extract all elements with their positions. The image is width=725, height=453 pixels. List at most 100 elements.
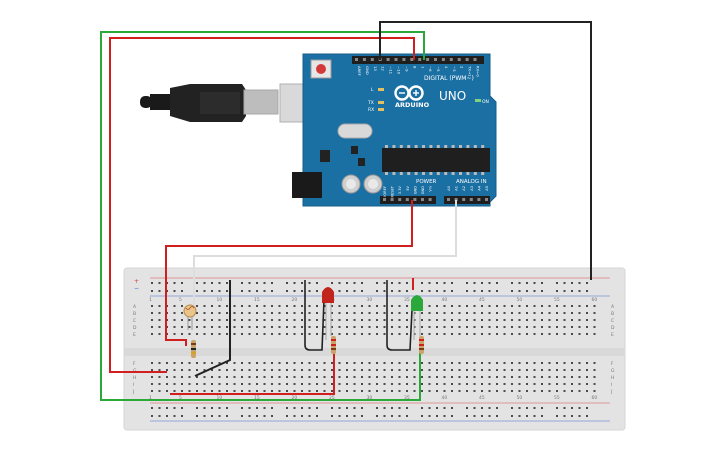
row-letter: B (611, 311, 614, 317)
column-number-top: 35 (404, 297, 410, 303)
usb-cable[interactable] (140, 83, 321, 123)
analog-pin-label: A2 (462, 186, 466, 191)
power-pin-label: GND (421, 186, 425, 194)
column-number-top: 15 (254, 297, 260, 303)
crystal-oscillator (337, 123, 373, 139)
atmega-chip (382, 148, 490, 172)
breadboard[interactable]: 1155101015152020252530303535404045455050… (123, 267, 626, 431)
led-green[interactable] (386, 280, 423, 351)
power-pin[interactable] (405, 198, 409, 201)
analog-pin[interactable] (477, 198, 481, 201)
column-number-top: 1 (149, 297, 152, 303)
digital-pin[interactable] (362, 58, 366, 61)
analog-pin-label: A4 (477, 185, 481, 190)
column-number-top: 20 (292, 297, 298, 303)
resistor-red-led[interactable] (331, 336, 336, 354)
digital-pin[interactable] (386, 58, 390, 61)
digital-pin-label: RX←0 (476, 66, 481, 77)
l-led-label: L (371, 87, 374, 93)
digital-pin[interactable] (441, 58, 445, 61)
column-number-bottom: 45 (479, 395, 485, 401)
row-letter: H (133, 375, 136, 381)
column-number-bottom: 60 (592, 395, 598, 401)
column-number-bottom: 30 (367, 395, 373, 401)
power-pin[interactable] (413, 198, 417, 201)
column-number-top: 5 (179, 297, 182, 303)
power-pin[interactable] (390, 198, 394, 201)
digital-pin[interactable] (426, 58, 430, 61)
model-label: UNO (439, 89, 466, 103)
power-jack (292, 172, 322, 198)
row-letter: E (133, 332, 136, 338)
power-pin-label: Vin (429, 186, 433, 192)
digital-pin-label: 4 (444, 66, 449, 69)
rail-plus-label: + (134, 278, 139, 285)
row-letter: E (611, 332, 614, 338)
digital-pin[interactable] (465, 58, 469, 61)
digital-pin[interactable] (418, 58, 422, 61)
digital-pin[interactable] (410, 58, 414, 61)
analog-pin[interactable] (462, 198, 466, 201)
row-letter: I (611, 382, 612, 388)
digital-pin-label: 7 (420, 66, 425, 69)
power-pin-label: IOREF (383, 186, 387, 197)
row-letter: D (133, 325, 137, 331)
analog-pin[interactable] (469, 198, 473, 201)
column-number-bottom: 5 (179, 395, 182, 401)
digital-pin[interactable] (394, 58, 398, 61)
column-number-bottom: 20 (292, 395, 298, 401)
reset-button-cap[interactable] (316, 64, 326, 74)
power-pin[interactable] (428, 198, 432, 201)
wire-red-d9 (109, 37, 415, 373)
analog-pin[interactable] (447, 198, 450, 201)
digital-pin-label: TX→1 (468, 65, 473, 77)
column-number-top: 60 (592, 297, 598, 303)
digital-pin[interactable] (434, 58, 437, 61)
breadboard-column-numbers: 1155101015152020252530303535404045455050… (149, 297, 597, 401)
analog-in-label: ANALOG IN (456, 179, 487, 185)
power-pin[interactable] (383, 198, 386, 201)
column-number-bottom: 1 (149, 395, 152, 401)
analog-pin[interactable] (454, 198, 458, 201)
resistor-green-led[interactable] (419, 336, 424, 354)
column-number-bottom: 10 (217, 395, 223, 401)
analog-pin[interactable] (485, 198, 488, 201)
column-number-bottom: 25 (329, 395, 335, 401)
column-number-bottom: 55 (554, 395, 560, 401)
row-letter: H (611, 375, 614, 381)
row-letter: C (133, 318, 136, 324)
row-letter: J (132, 389, 134, 395)
digital-pin-label: ~3 (452, 66, 457, 72)
breadboard-holes (151, 282, 596, 417)
digital-header (352, 56, 484, 64)
row-letter: B (133, 311, 136, 317)
analog-pin-label: A3 (470, 186, 474, 191)
power-pin[interactable] (398, 198, 402, 201)
rx-led-label: RX (368, 107, 374, 113)
digital-pin[interactable] (473, 58, 477, 61)
wire-red-5v (165, 200, 413, 346)
digital-pin[interactable] (370, 58, 374, 61)
resistor-photo[interactable] (191, 340, 196, 358)
power-pin[interactable] (421, 198, 424, 201)
digital-pin[interactable] (402, 58, 406, 61)
column-number-top: 40 (442, 297, 448, 303)
row-letter: J (610, 389, 612, 395)
row-letter: A (133, 304, 137, 310)
analog-pin-label: A1 (455, 186, 459, 191)
digital-pin-label: ~10 (397, 66, 402, 75)
led-red[interactable] (304, 280, 334, 351)
row-letter: D (611, 325, 615, 331)
power-pin-label: GND (413, 186, 417, 194)
analog-header (444, 196, 490, 204)
digital-pin-label: ~9 (404, 66, 409, 72)
digital-pin[interactable] (457, 58, 461, 61)
photoresistor[interactable] (183, 304, 197, 330)
digital-pin[interactable] (449, 58, 453, 61)
wires[interactable] (100, 21, 592, 401)
digital-pin[interactable] (355, 58, 358, 61)
